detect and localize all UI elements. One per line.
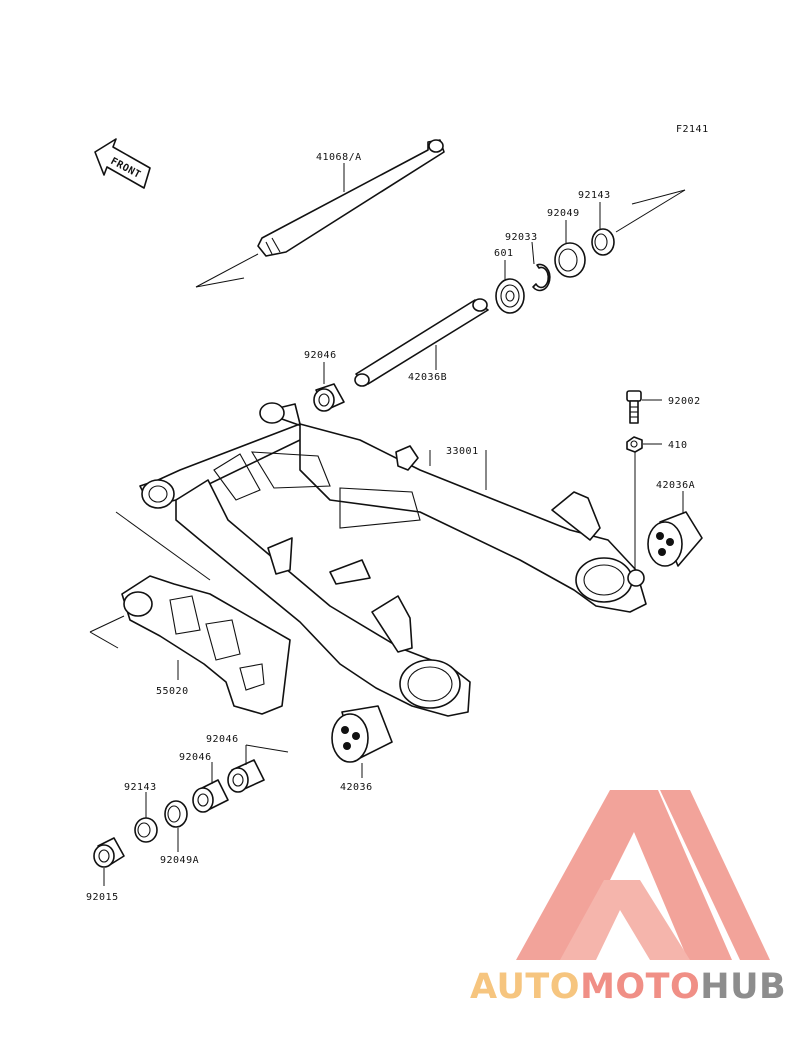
brand-part-hub: HUB [700,967,787,1007]
seal-92143-lower [134,792,158,843]
label-92002: 92002 [668,396,701,407]
label-33001: 33001 [446,446,479,457]
label-92033: 92033 [505,232,538,243]
label-42036B: 42036B [408,372,447,383]
label-55020: 55020 [156,686,189,697]
ball-bearing-601 [495,260,525,314]
collar-42036B [354,298,489,387]
swingarm-33001 [139,402,647,717]
nut-410 [626,436,662,570]
label-92049A: 92049A [160,855,199,866]
brand-part-auto: AUTO [470,967,581,1007]
bolt-92002 [626,390,662,424]
label-92143-top: 92143 [578,190,611,201]
label-601: 601 [494,248,514,259]
collar-92015 [93,837,125,886]
needle-bearing-92046-lower-b [192,762,229,813]
label-42036A: 42036A [656,480,695,491]
pivot-shaft-41068A [195,139,445,288]
chain-guard-55020 [89,511,291,715]
label-92046-lower-a: 92046 [206,734,239,745]
label-92015: 92015 [86,892,119,903]
figure-code: F2141 [676,124,709,135]
label-41068A: 41068/A [316,152,362,163]
circlip-92033 [531,241,551,292]
label-42036: 42036 [340,782,373,793]
label-92143-lower: 92143 [124,782,157,793]
front-arrow-icon: FRONT [94,138,151,189]
automotohub-logo-icon [516,790,770,960]
bushing-42036A [647,491,703,567]
spacer-92049A [164,800,188,852]
bushing-42036 [331,705,393,778]
label-92046-top: 92046 [304,350,337,361]
label-92049: 92049 [547,208,580,219]
label-92046-lower-b: 92046 [179,752,212,763]
needle-bearing-92046-lower-a [227,744,289,793]
needle-bearing-92046-top [313,362,345,412]
brand-part-moto: MOTO [580,967,701,1007]
seal-92143-top [591,202,615,256]
watermark-brand-text: AUTOMOTOHUB [470,962,800,1012]
label-410: 410 [668,440,688,451]
spacer-92049 [554,220,586,278]
